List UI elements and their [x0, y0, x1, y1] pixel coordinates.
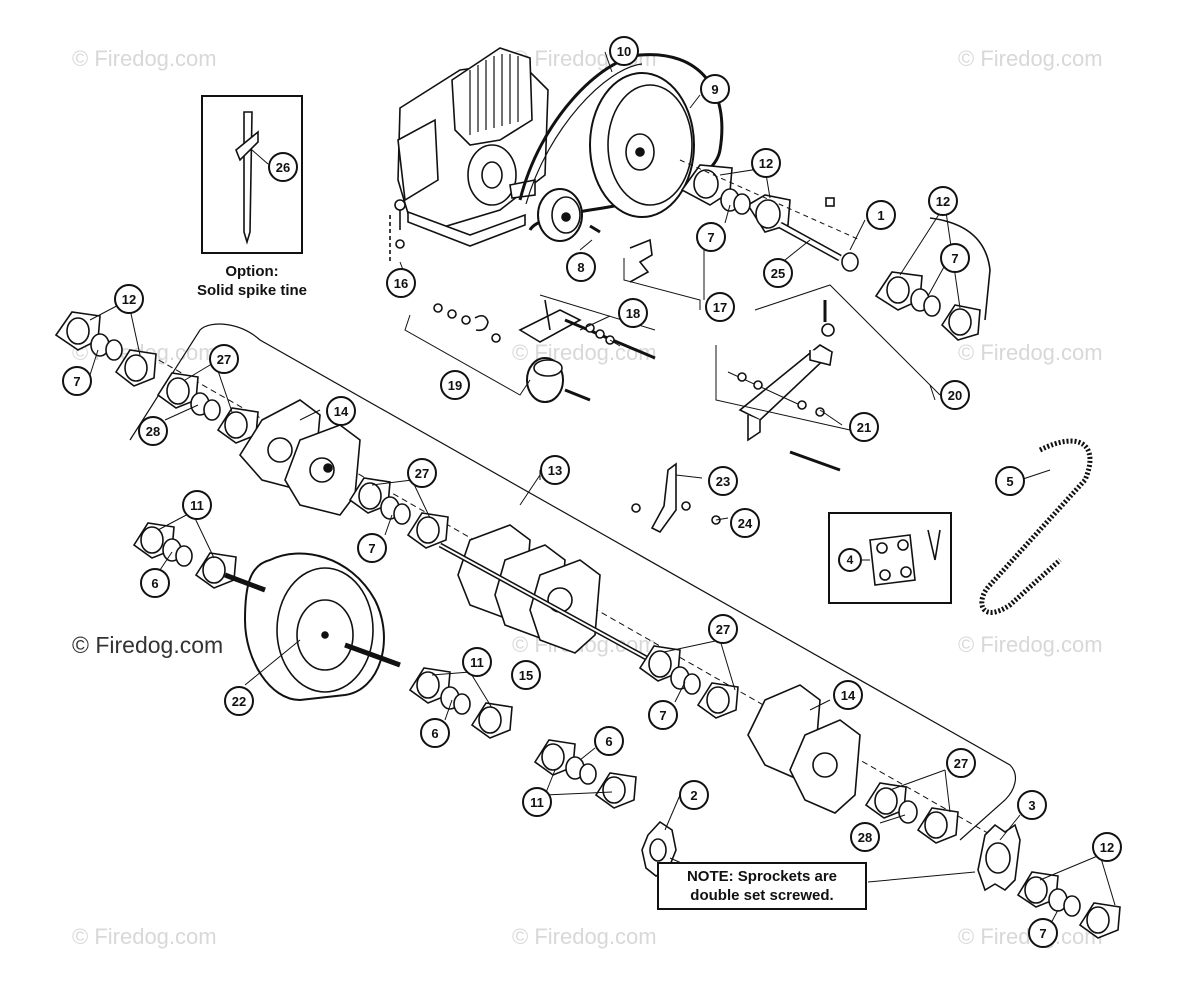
callout-10: 10 [609, 36, 639, 66]
callout-19: 19 [440, 370, 470, 400]
callout-20: 20 [940, 380, 970, 410]
bearing-flange-icon [638, 645, 739, 719]
callout-5: 5 [995, 466, 1025, 496]
callout-2: 2 [679, 780, 709, 810]
note-line-1: NOTE: Sprockets are [686, 868, 838, 885]
callout-15: 15 [511, 660, 541, 690]
watermark: © Firedog.com [72, 924, 217, 949]
shaft-icon [778, 197, 859, 272]
callout-8: 8 [566, 252, 596, 282]
callout-6: 6 [594, 726, 624, 756]
callout-3: 3 [1017, 790, 1047, 820]
callout-7: 7 [940, 243, 970, 273]
callout-26: 26 [268, 152, 298, 182]
drive-belt-icon [518, 53, 724, 231]
callout-13: 13 [540, 455, 570, 485]
note-line-2: double set screwed. [690, 887, 834, 904]
bearing-flange-icon [679, 159, 861, 241]
watermark: © Firedog.com [72, 46, 217, 71]
callout-12: 12 [1092, 832, 1122, 862]
callout-27: 27 [209, 344, 239, 374]
callout-28: 28 [138, 416, 168, 446]
callout-11: 11 [182, 490, 212, 520]
engine-bolt-icon [389, 199, 406, 262]
sprocket-note: NOTE: Sprockets are double set screwed. [657, 862, 867, 910]
watermark: © Firedog.com [512, 924, 657, 949]
callout-9: 9 [700, 74, 730, 104]
callout-21: 21 [849, 412, 879, 442]
callout-28: 28 [850, 822, 880, 852]
callout-6: 6 [420, 718, 450, 748]
bearing-flange-icon [156, 372, 259, 444]
bearing-flange-icon [54, 311, 157, 387]
spring-clip-icon [650, 462, 677, 534]
callout-14: 14 [326, 396, 356, 426]
watermark: © Firedog.com [958, 632, 1103, 657]
callout-16: 16 [386, 268, 416, 298]
callout-6: 6 [140, 568, 170, 598]
bearing-flange-icon [864, 782, 959, 844]
chain-icon [979, 438, 1093, 615]
hitch-bracket-icon [715, 284, 936, 472]
watermark-main: © Firedog.com [72, 632, 224, 658]
callout-23: 23 [708, 466, 738, 496]
bearing-flange-icon [1016, 871, 1121, 939]
callout-17: 17 [705, 292, 735, 322]
callout-25: 25 [763, 258, 793, 288]
sprocket-icon [977, 823, 1021, 892]
bearing-flange-icon [132, 522, 237, 589]
callout-24: 24 [730, 508, 760, 538]
callout-12: 12 [751, 148, 781, 178]
tine-disc-icon [438, 524, 652, 663]
callout-4: 4 [838, 548, 862, 572]
callout-7: 7 [648, 700, 678, 730]
bearing-flange-icon [348, 477, 449, 549]
spike-tine-icon [235, 111, 259, 245]
tine-shaft-outline [129, 323, 1017, 841]
chain-link-icon [869, 529, 941, 586]
callout-27: 27 [946, 748, 976, 778]
small-pulley-icon [537, 188, 583, 242]
watermark: © Firedog.com [958, 46, 1103, 71]
callout-7: 7 [1028, 918, 1058, 948]
bearing-flange-icon [533, 739, 637, 809]
tine-disc-icon [747, 684, 861, 814]
callout-7: 7 [357, 533, 387, 563]
wheel-icon [224, 552, 401, 702]
clip-icon [629, 238, 653, 283]
callout-27: 27 [708, 614, 738, 644]
chain-link-box [828, 512, 952, 604]
option-subtitle: Solid spike tine [196, 282, 308, 299]
callout-1: 1 [866, 200, 896, 230]
large-pulley-icon [589, 72, 695, 218]
callout-12: 12 [928, 186, 958, 216]
callout-7: 7 [62, 366, 92, 396]
callout-12: 12 [114, 284, 144, 314]
key-icon [589, 224, 601, 234]
option-label: Option: Solid spike tine [190, 262, 314, 300]
watermark: © Firedog.com [958, 340, 1103, 365]
callout-14: 14 [833, 680, 863, 710]
bearing-flange-icon [408, 667, 513, 739]
callout-11: 11 [522, 787, 552, 817]
callout-22: 22 [224, 686, 254, 716]
option-box-frame [201, 95, 303, 254]
callout-18: 18 [618, 298, 648, 328]
callout-11: 11 [462, 647, 492, 677]
bearing-flange-icon [874, 217, 991, 341]
tine-disc-icon [239, 399, 361, 516]
callout-27: 27 [407, 458, 437, 488]
engine-icon [397, 47, 549, 247]
option-title: Option: [225, 263, 279, 280]
callout-7: 7 [696, 222, 726, 252]
